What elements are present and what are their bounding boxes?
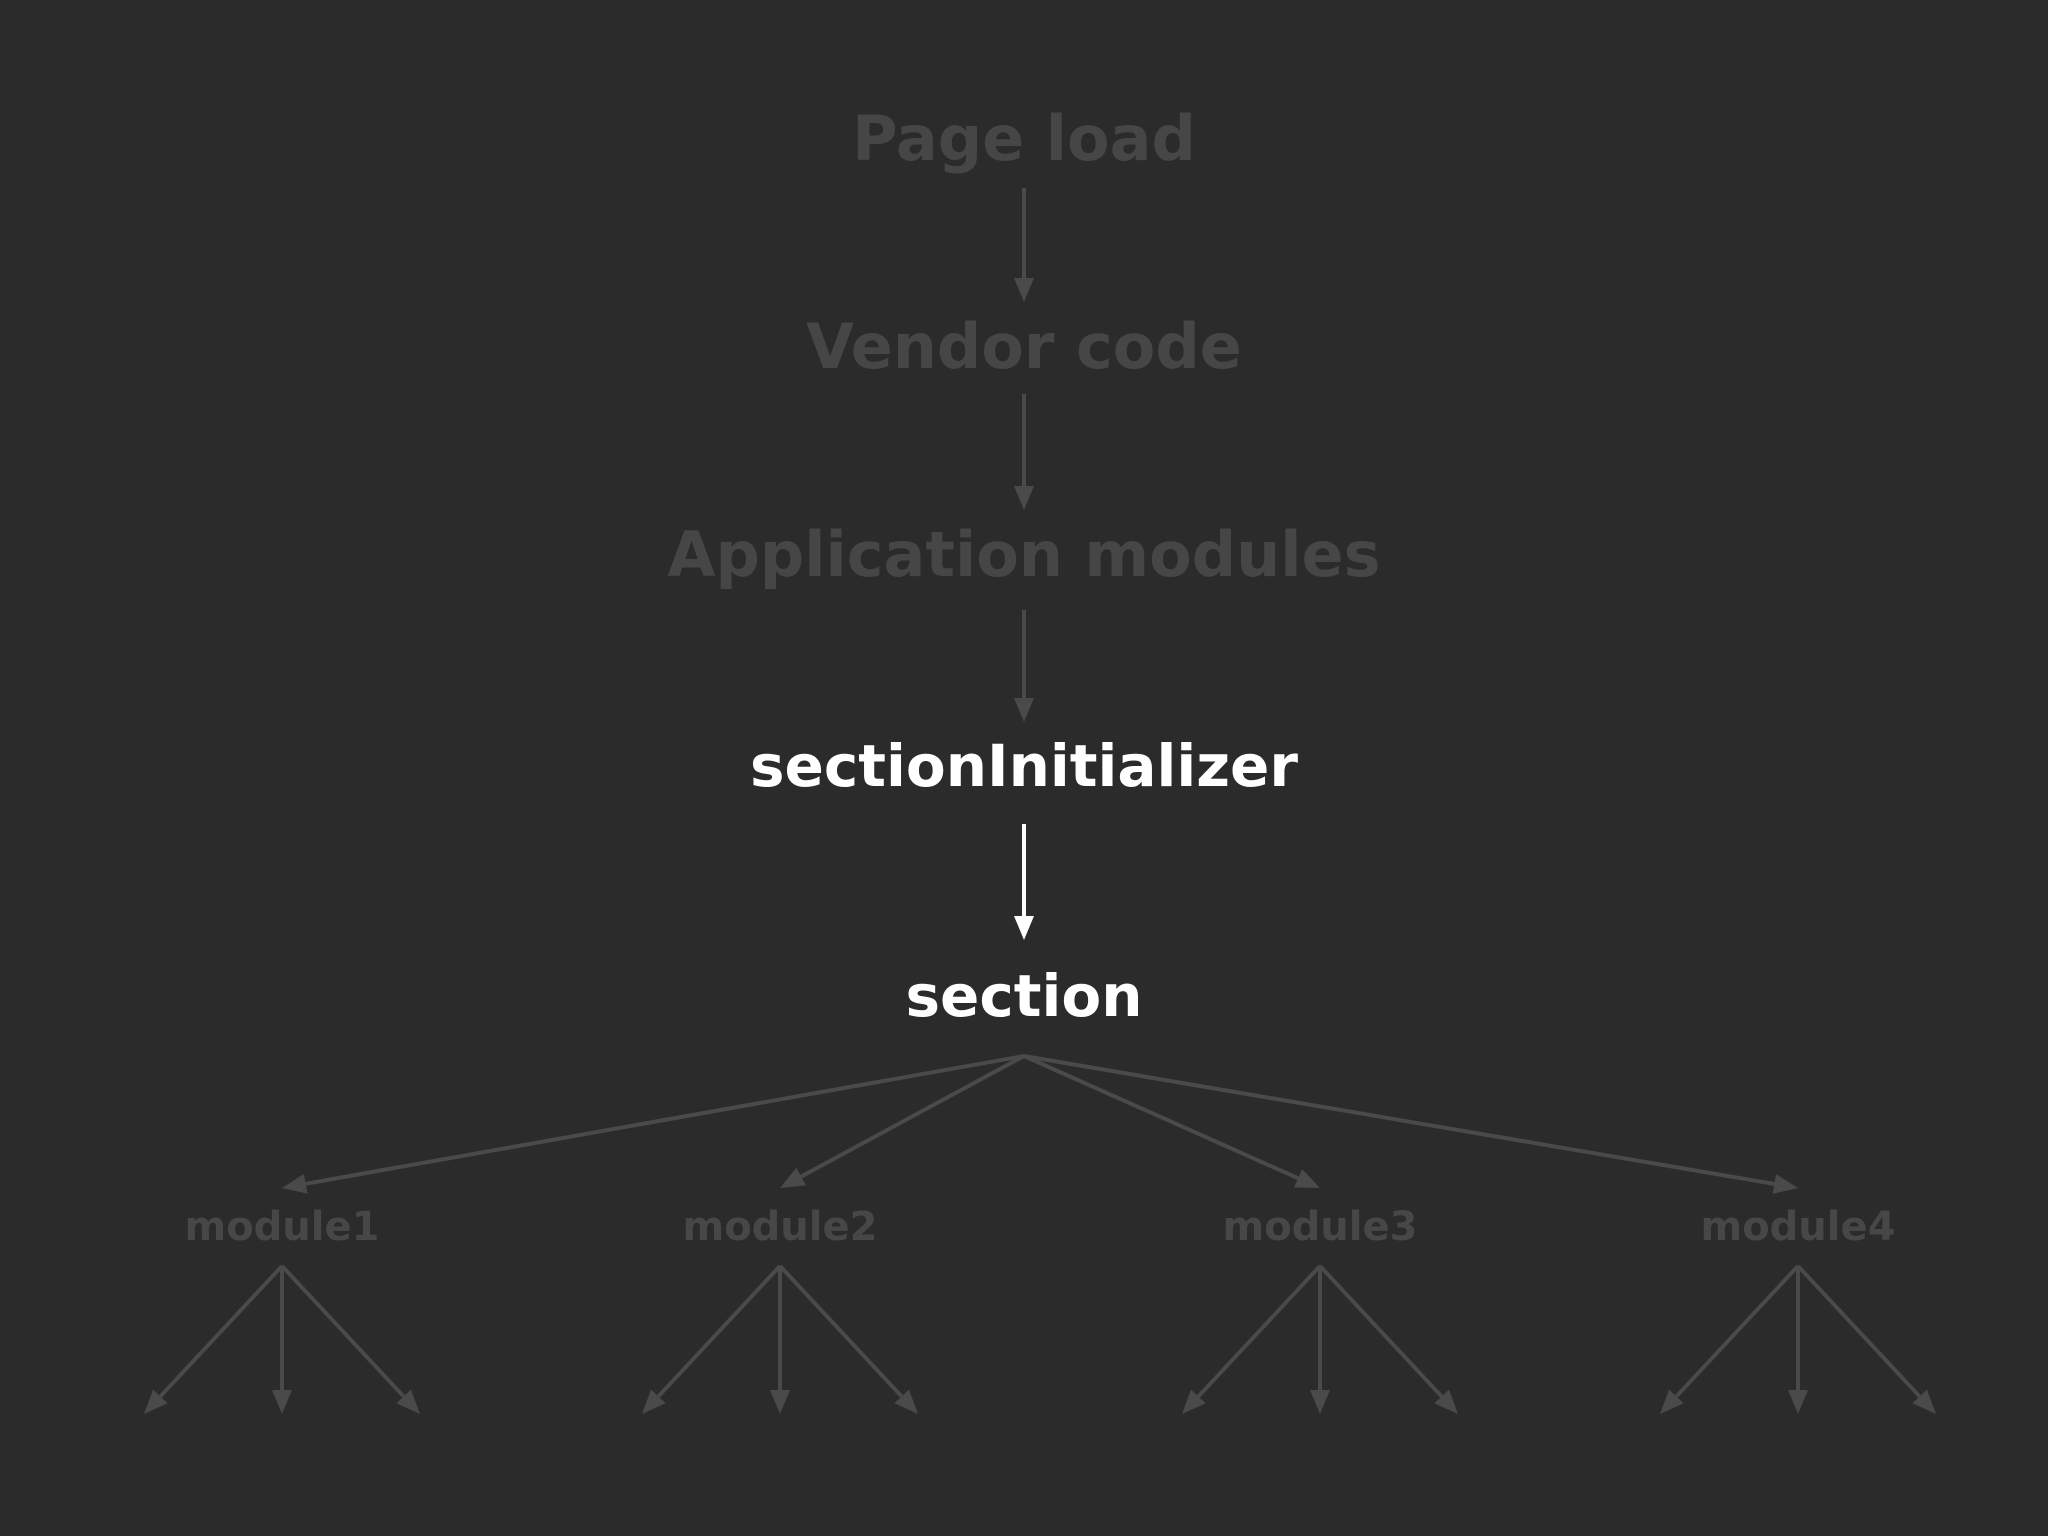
arrow-module4-child-3-line [1796, 1264, 1922, 1398]
arrow-section-to-module4-line [1023, 1054, 1775, 1186]
node-page-load: Page load [852, 102, 1196, 175]
arrow-module1-child-1 [144, 1264, 284, 1414]
arrow-module1-child-2 [272, 1266, 292, 1414]
node-module2: module2 [683, 1204, 878, 1250]
arrow-module2-child-3-line [778, 1264, 904, 1398]
arrow-section-to-module3-head [1294, 1169, 1320, 1188]
arrow-module4-child-1 [1660, 1264, 1800, 1414]
arrow-module1-child-3 [280, 1264, 420, 1414]
arrow-module3-child-2-head [1310, 1390, 1330, 1414]
arrow-module3-child-2 [1310, 1266, 1330, 1414]
arrow-section-initializer-to-section [1014, 824, 1034, 940]
arrow-module3-child-1 [1182, 1264, 1322, 1414]
arrow-module3-child-3-line [1318, 1264, 1444, 1398]
arrow-section-to-module4-head [1772, 1174, 1798, 1194]
arrow-section-to-module1-head [282, 1173, 308, 1194]
arrow-section-to-module1 [282, 1054, 1025, 1194]
arrow-module2-child-3-head [894, 1389, 918, 1414]
arrow-module2-child-3 [778, 1264, 918, 1414]
arrow-module1-child-3-head [396, 1389, 420, 1414]
arrow-module2-child-2 [770, 1266, 790, 1414]
node-vendor-code: Vendor code [806, 310, 1242, 383]
arrow-module4-child-3 [1796, 1264, 1936, 1414]
arrow-module1-child-3-line [280, 1264, 406, 1398]
arrow-module1-child-2-head [272, 1390, 292, 1414]
node-application-modules: Application modules [668, 518, 1381, 591]
arrow-section-to-module1-line [305, 1054, 1025, 1186]
arrow-section-to-module3-line [1023, 1054, 1299, 1181]
arrow-module4-child-1-line [1674, 1264, 1800, 1398]
arrow-vendor-code-to-application-modules [1014, 394, 1034, 510]
arrow-page-load-to-vendor-code-head [1014, 278, 1034, 302]
arrow-module3-child-1-line [1196, 1264, 1322, 1398]
arrow-section-to-module4 [1023, 1054, 1798, 1194]
arrow-application-modules-to-section-initializer [1014, 610, 1034, 722]
arrow-module3-child-3 [1318, 1264, 1458, 1414]
arrow-module2-child-1 [642, 1264, 782, 1414]
arrow-section-to-module2-line [800, 1054, 1025, 1179]
arrow-module2-child-2-head [770, 1390, 790, 1414]
arrow-section-to-module3 [1023, 1054, 1320, 1188]
arrow-vendor-code-to-application-modules-head [1014, 486, 1034, 510]
arrow-module2-child-1-line [656, 1264, 782, 1398]
arrow-module4-child-3-head [1912, 1389, 1936, 1414]
node-module3: module3 [1223, 1204, 1418, 1250]
node-section-initializer: sectionInitializer [750, 732, 1298, 800]
arrow-application-modules-to-section-initializer-head [1014, 698, 1034, 722]
arrow-module1-child-1-head [144, 1389, 168, 1414]
node-section: section [906, 962, 1143, 1030]
arrow-section-to-module2 [780, 1054, 1025, 1188]
arrow-module4-child-2-head [1788, 1390, 1808, 1414]
arrow-module4-child-1-head [1660, 1389, 1684, 1414]
arrow-page-load-to-vendor-code [1014, 188, 1034, 302]
node-module1: module1 [185, 1204, 380, 1250]
edges-group [144, 188, 1936, 1414]
arrow-section-initializer-to-section-head [1014, 916, 1034, 940]
arrow-module3-child-1-head [1182, 1389, 1206, 1414]
node-module4: module4 [1701, 1204, 1896, 1250]
arrow-module2-child-1-head [642, 1389, 666, 1414]
arrow-section-to-module2-head [780, 1167, 806, 1188]
arrow-module3-child-3-head [1434, 1389, 1458, 1414]
arrow-module4-child-2 [1788, 1266, 1808, 1414]
arrow-module1-child-1-line [158, 1264, 284, 1398]
